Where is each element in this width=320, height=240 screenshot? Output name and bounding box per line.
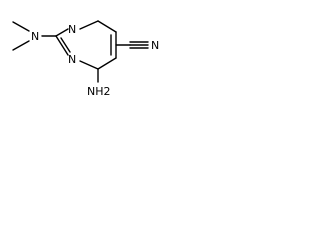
bond-amine-n-methyl-bottom — [12, 40, 30, 51]
bond-n1-c2 — [55, 28, 69, 37]
atom-label-amine-n: N — [31, 30, 39, 43]
bond-amine-n-methyl-top — [12, 21, 30, 32]
bond-c2-n3-outer — [55, 35, 69, 56]
atom-label-nh2: NH2 — [87, 85, 111, 98]
bond-c6-n1 — [79, 20, 99, 30]
bond-n3-c4 — [79, 60, 99, 70]
atom-label-nitrile-n: N — [151, 39, 159, 52]
atom-label-ring-n-top: N — [68, 23, 76, 36]
bond-c4-c5 — [97, 57, 117, 70]
atom-label-ring-n-bottom: N — [68, 53, 76, 66]
bond-c6-h — [97, 20, 117, 33]
bond-c2-n3-inner — [60, 37, 71, 53]
chemical-structure: N N N N NH2 — [12, 20, 159, 98]
